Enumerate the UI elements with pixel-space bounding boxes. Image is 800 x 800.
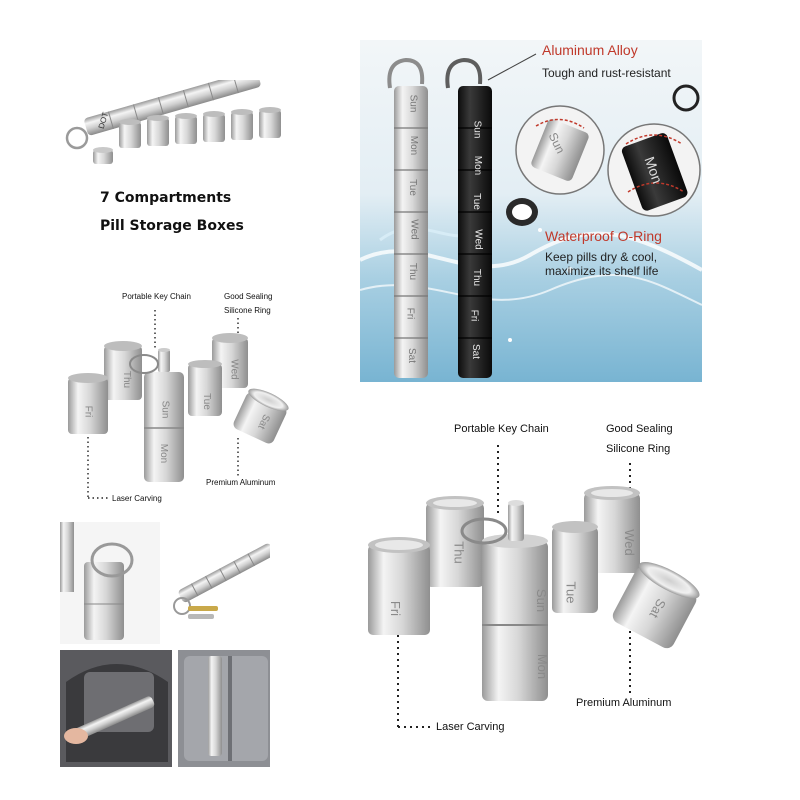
small-features-diagram: Portable Key Chain Good Sealing Silicone…: [60, 288, 290, 508]
large-cans-illustration: [368, 445, 700, 728]
water-splash-background: [360, 40, 702, 382]
water-feature-panel: Sun Mon Tue Wed Thu Fri Sat Sun Mon Tue …: [360, 40, 702, 382]
black-day-tue: Tue: [470, 193, 482, 210]
black-day-sat: Sat: [470, 343, 482, 360]
small-label-laser: Laser Carving: [112, 494, 162, 503]
large-can-thu: Thu: [451, 541, 467, 564]
small-can-thu: Thu: [121, 370, 133, 389]
silver-day-sat: Sat: [406, 347, 418, 364]
feature-aluminum-title: Aluminum Alloy: [542, 42, 638, 58]
small-can-tue: Tue: [200, 393, 212, 410]
overview-heading-line1: 7 Compartments: [100, 190, 232, 206]
black-day-wed: Wed: [472, 229, 484, 250]
black-day-sun: Sun: [471, 120, 483, 139]
feature-oring-title: Waterproof O-Ring: [545, 228, 662, 244]
o-ring-small: [672, 84, 700, 112]
silver-day-sun: Sun: [407, 94, 419, 113]
large-label-sealing-line1: Good Sealing: [606, 423, 673, 435]
black-day-mon: Mon: [472, 155, 484, 176]
large-label-laser: Laser Carving: [436, 721, 505, 733]
feature-aluminum-desc: Tough and rust-resistant: [542, 66, 671, 80]
overview-heading-line2: Pill Storage Boxes: [100, 218, 244, 234]
silver-day-thu: Thu: [407, 262, 419, 281]
large-label-sealing-line2: Silicone Ring: [606, 443, 671, 455]
small-can-sun: Sun: [159, 400, 171, 419]
silver-tube: [394, 86, 428, 378]
small-can-fri: Fri: [82, 405, 94, 418]
large-can-tue: Tue: [563, 581, 579, 604]
small-label-aluminum: Premium Aluminum: [206, 478, 276, 487]
large-can-fri: Fri: [388, 600, 404, 617]
silver-day-mon: Mon: [408, 135, 420, 156]
lifestyle-photo-grid: [60, 522, 270, 767]
small-label-keychain: Portable Key Chain: [122, 292, 191, 301]
small-can-wed: Wed: [228, 359, 240, 380]
large-can-sun: Sun: [534, 588, 550, 613]
black-day-fri: Fri: [468, 309, 480, 322]
silver-day-fri: Fri: [404, 307, 416, 320]
feature-oring-desc-line1: Keep pills dry & cool,: [545, 250, 658, 264]
black-day-thu: Thu: [471, 268, 483, 287]
silver-day-tue: Tue: [406, 179, 418, 196]
large-label-aluminum: Premium Aluminum: [576, 697, 672, 709]
pill-organizer-row-image: [65, 80, 281, 164]
silver-day-wed: Wed: [408, 219, 420, 240]
small-can-mon: Mon: [158, 443, 170, 464]
large-can-wed: Wed: [621, 529, 637, 556]
small-label-sealing-line1: Good Sealing: [224, 292, 273, 301]
overview-panel: DOT 7 Compartments Pill Storage Boxes: [55, 80, 305, 250]
lifestyle-photos: [60, 522, 270, 767]
large-label-keychain: Portable Key Chain: [454, 423, 549, 435]
small-cans-illustration: [68, 310, 289, 499]
large-features-diagram: Portable Key Chain Good Sealing Silicone…: [362, 415, 702, 760]
black-tube: [458, 86, 492, 378]
small-label-sealing-line2: Silicone Ring: [224, 306, 271, 315]
large-can-mon: Mon: [535, 653, 551, 680]
feature-oring-desc-line2: maximize its shelf life: [545, 264, 659, 278]
